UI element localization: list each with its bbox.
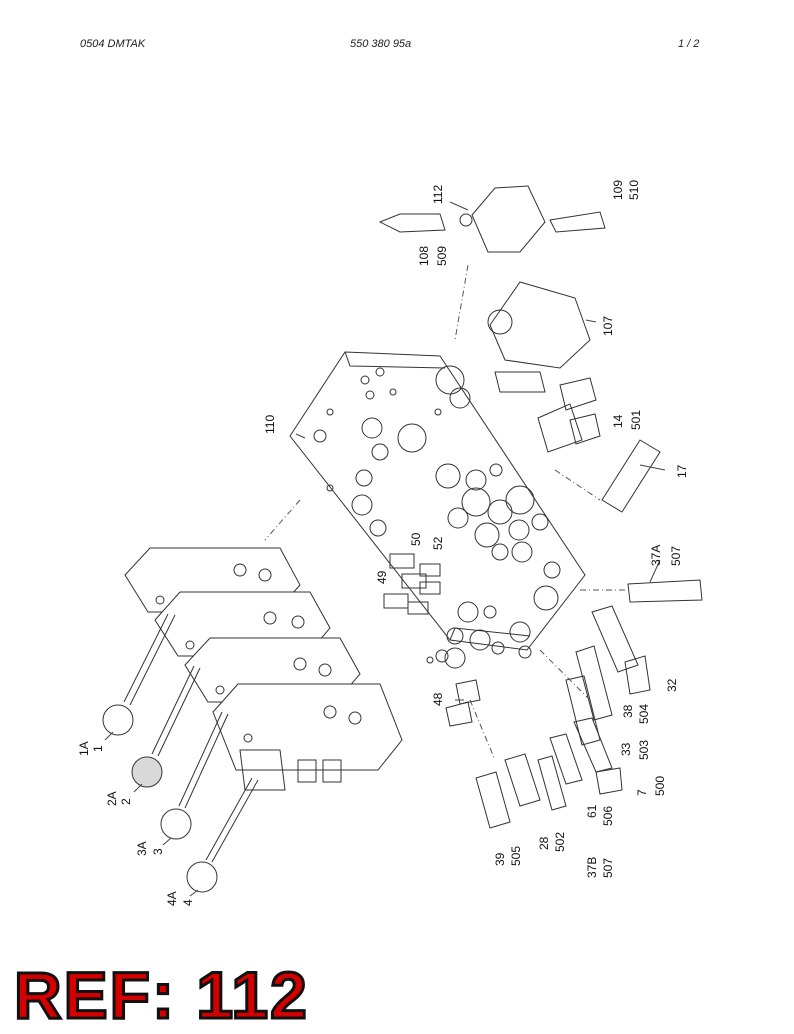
callout-38: 38: [621, 704, 635, 718]
callout-507-a: 507: [669, 546, 683, 566]
callout-112: 112: [431, 185, 445, 204]
callout-2A: 2A: [105, 791, 119, 806]
callout-50: 50: [409, 532, 423, 546]
callout-14: 14: [611, 414, 625, 428]
callout-505: 505: [509, 846, 523, 866]
callout-504: 504: [637, 704, 651, 724]
callout-4: 4: [181, 899, 195, 906]
callout-2: 2: [119, 798, 133, 805]
header-center: 550 380 95a: [350, 38, 412, 50]
callout-500: 500: [653, 776, 667, 796]
valve-block-112: [378, 185, 606, 253]
valve-section-stack: [124, 547, 403, 791]
callout-1A: 1A: [77, 741, 91, 756]
callout-3A: 3A: [135, 841, 149, 856]
callout-509: 509: [435, 246, 449, 266]
callout-37A: 37A: [649, 545, 663, 566]
ref-label: REF: 112: [13, 958, 309, 1032]
callout-506: 506: [601, 806, 615, 826]
callout-4A: 4A: [165, 891, 179, 906]
callout-502: 502: [553, 832, 567, 852]
small-parts-49-50-52: [383, 553, 441, 615]
valve-block-110: [289, 351, 586, 669]
cartridge-valves: [445, 377, 703, 829]
callout-39: 39: [493, 852, 507, 866]
callout-48: 48: [431, 692, 445, 706]
callout-507-b: 507: [601, 858, 615, 878]
callout-52: 52: [431, 536, 445, 550]
callout-7: 7: [635, 789, 649, 796]
callout-33: 33: [619, 742, 633, 756]
callout-1: 1: [91, 745, 105, 752]
callout-49: 49: [375, 570, 389, 584]
callout-501: 501: [629, 410, 643, 430]
callout-503: 503: [637, 740, 651, 760]
callout-32: 32: [665, 678, 679, 692]
solenoid-valve-107: [487, 281, 591, 393]
callout-108: 108: [417, 246, 431, 266]
lever-handles: [102, 613, 259, 893]
callout-109: 109: [611, 180, 625, 200]
callout-110: 110: [263, 415, 277, 434]
callout-61: 61: [585, 804, 599, 818]
callout-3: 3: [151, 848, 165, 855]
callout-28: 28: [537, 836, 551, 850]
header-page: 1 / 2: [678, 38, 700, 50]
callout-17: 17: [675, 464, 689, 478]
header-left: 0504 DMTAK: [80, 38, 146, 50]
callout-510: 510: [627, 180, 641, 200]
callout-107: 107: [601, 316, 615, 336]
callout-37B: 37B: [585, 857, 599, 878]
